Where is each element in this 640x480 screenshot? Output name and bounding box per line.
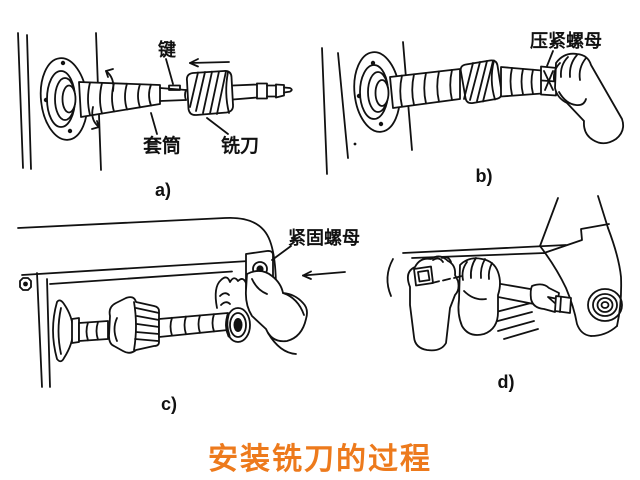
spindle-flange: [353, 51, 401, 133]
panel-d-illustration: d): [386, 195, 623, 392]
hand: [552, 52, 625, 145]
panel-c-illustration: 紧固螺母 c): [17, 217, 360, 414]
panel-letter-c: c): [161, 394, 177, 414]
panel-letter-a: a): [155, 180, 171, 200]
label-cutter: 铣刀: [221, 134, 259, 157]
label-key: 键: [157, 39, 176, 60]
leader-line-key: [165, 58, 174, 85]
label-sleeve: 套筒: [142, 134, 181, 157]
milling-cutter: [185, 70, 234, 116]
overarm-bolt: [19, 277, 32, 291]
arbor-end: [232, 82, 293, 101]
arbor-rings: [500, 66, 543, 98]
machine-column: [17, 32, 32, 170]
overarm: [17, 217, 277, 297]
arbor-bearing: [225, 307, 251, 343]
leader-line-fastening-nut: [271, 245, 292, 261]
label-fastening-nut: 紧固螺母: [288, 228, 360, 248]
hand: [214, 270, 308, 355]
leader-line-sleeve: [150, 112, 158, 135]
support-edge: [386, 258, 394, 297]
clamp-nut: [540, 65, 558, 97]
arbor-sleeve: [78, 81, 161, 118]
panel-letter-d: d): [498, 372, 515, 392]
panel-a-illustration: 键 套筒 铣刀 a): [17, 32, 293, 200]
milling-cutter: [108, 296, 160, 354]
hand-on-support: [406, 255, 462, 352]
spindle-flange: [39, 57, 89, 141]
milling-cutter: [459, 59, 503, 105]
arbor-sleeve: [389, 68, 461, 109]
arbor-shaft-left: [78, 320, 109, 342]
arbor-shaft-right: [158, 312, 229, 338]
figure-caption: 安装铣刀的过程: [208, 443, 432, 476]
leader-line-clamp-nut: [546, 50, 554, 67]
slide-direction-arrow-icon: [189, 58, 230, 68]
machine-head: [539, 195, 623, 337]
hand-on-wrench: [457, 257, 501, 336]
machine-column: [36, 272, 51, 388]
machine-column: [321, 47, 357, 175]
panel-letter-b: b): [476, 166, 493, 186]
panel-b-illustration: 压紧螺母 b): [321, 31, 625, 186]
label-clamp-nut: 压紧螺母: [530, 31, 602, 51]
arbor-neck-and-key: [159, 84, 187, 102]
spindle-nose: [52, 299, 80, 363]
rotation-arrows-icon: [91, 68, 115, 130]
leader-line-cutter: [206, 117, 229, 135]
push-arrow-icon: [302, 270, 346, 280]
